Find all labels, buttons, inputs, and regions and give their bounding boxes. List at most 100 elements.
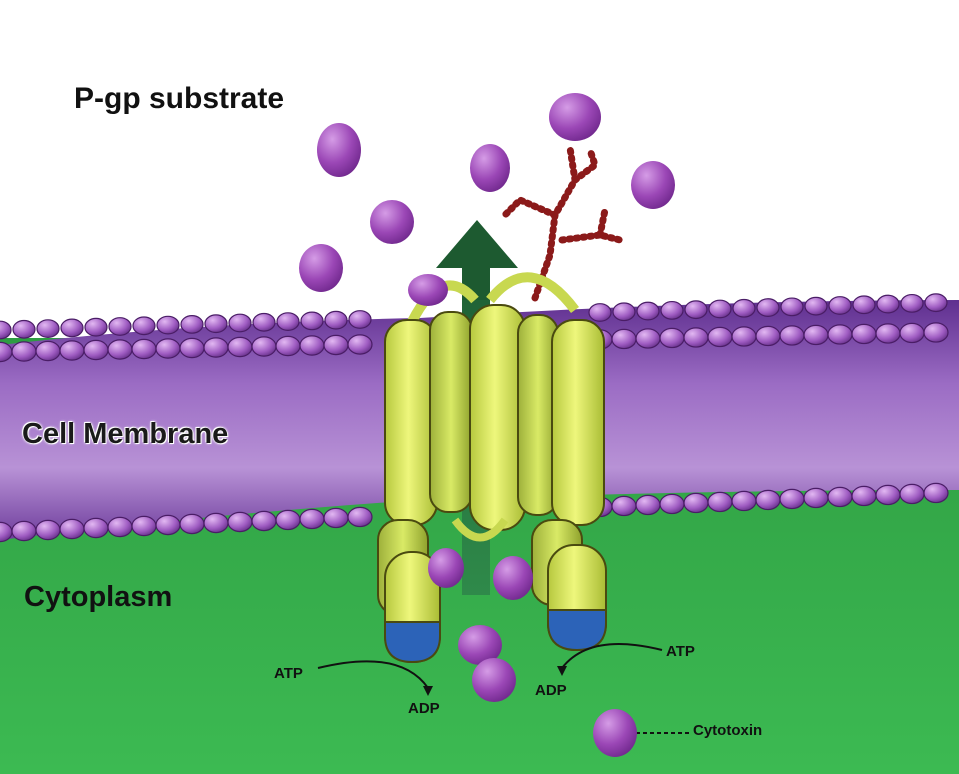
lipid-head (851, 485, 877, 507)
lipid-head (155, 338, 181, 359)
pgp-inner-loop (451, 517, 509, 542)
lipid-head (732, 298, 756, 318)
lipid-head (204, 314, 228, 334)
lipid-head (12, 319, 36, 339)
tm-helix-2 (429, 311, 473, 513)
lipid-head (155, 514, 181, 536)
lipid-head (324, 310, 348, 330)
lipid-head (923, 482, 949, 504)
lipid-head (252, 312, 276, 332)
glycan-left-branch (501, 195, 559, 219)
lipid-head (299, 335, 325, 356)
substrate-molecule-icon (631, 161, 675, 209)
lipid-head (707, 326, 733, 348)
lipid-head (203, 337, 229, 358)
lipid-head (83, 517, 109, 539)
efflux-arrow-head (436, 220, 518, 300)
lipid-head (179, 513, 205, 535)
atp-to-adp-arrow-left (317, 660, 429, 689)
substrate-molecule-icon (472, 658, 516, 702)
lipid-head (227, 336, 253, 358)
lipid-head (83, 339, 109, 361)
outer-lipid-head-row (0, 293, 949, 363)
glycan-right-twig (596, 206, 609, 239)
lipid-head (684, 300, 708, 320)
lipid-head (755, 325, 781, 347)
lipid-head (323, 507, 349, 529)
lipid-head (731, 326, 757, 347)
lipid-head (299, 508, 325, 530)
lipid-head (708, 299, 732, 319)
lipid-head (276, 312, 300, 331)
lipid-head (275, 335, 301, 357)
lipid-head (35, 519, 61, 541)
p-glycoprotein-transporter (377, 272, 607, 664)
cytotoxin-label: Cytotoxin (693, 722, 763, 739)
lipid-head (60, 318, 84, 338)
lipid-head (611, 328, 637, 350)
lipid-head (635, 494, 661, 516)
adp-label-right: ADP (535, 682, 567, 699)
lipid-head (827, 486, 853, 508)
arrowhead-right-icon (557, 666, 567, 676)
adp-label-left: ADP (408, 700, 440, 717)
lipid-head (851, 323, 877, 345)
lipid-head (347, 334, 373, 355)
cell-membrane-label: Cell Membrane (22, 418, 229, 450)
lipid-head (899, 322, 925, 344)
tm-helix-3 (469, 304, 526, 531)
substrate-molecule-icon (408, 274, 448, 306)
substrate-molecule-icon (299, 244, 343, 292)
lipid-head (11, 520, 37, 542)
lipid-head (84, 317, 108, 337)
lipid-head (179, 337, 205, 359)
lipid-head (876, 294, 900, 314)
lipid-head (251, 510, 277, 532)
lipid-head (323, 334, 349, 356)
substrate-molecule-icon (317, 123, 361, 177)
lipid-head (156, 315, 180, 335)
lipid-head (803, 487, 829, 509)
atp-binding-domain-left (384, 621, 441, 664)
lipid-head (347, 506, 373, 528)
lipid-head (923, 322, 949, 343)
lipid-head (852, 295, 876, 315)
lipid-head (131, 515, 157, 537)
lipid-head (875, 484, 901, 506)
lipid-head (635, 328, 661, 349)
diagram-title: P-gp substrate (74, 82, 285, 115)
lipid-head (899, 483, 925, 505)
lipid-head (348, 310, 372, 329)
lipid-head (59, 518, 85, 540)
lipid-head (107, 516, 133, 538)
lipid-head (755, 489, 781, 511)
atp-label-left: ATP (274, 665, 303, 682)
glycosylation-chain-icon (501, 144, 624, 302)
substrate-molecule-icon (470, 144, 510, 192)
lipid-head (228, 313, 252, 333)
lipid-head (11, 341, 37, 362)
substrate-molecules (299, 93, 675, 757)
lipid-head (683, 327, 709, 348)
lipid-head (251, 336, 277, 357)
lipid-head (779, 325, 805, 346)
substrate-molecule-icon (493, 556, 533, 600)
tm-helix-5 (551, 319, 605, 526)
glycan-top-branch (571, 146, 600, 184)
lipid-head (612, 302, 636, 322)
lipid-head (35, 340, 61, 362)
substrate-molecule-icon (458, 625, 502, 665)
lipid-head (107, 339, 133, 360)
lipid-head (659, 327, 685, 349)
lipid-head (275, 509, 301, 531)
substrate-molecule-icon (549, 93, 601, 141)
lipid-head (780, 297, 804, 317)
lipid-head (779, 488, 805, 510)
atp-to-adp-arrow-right (561, 643, 663, 669)
atp-binding-domain-right (547, 609, 607, 652)
lipid-head (59, 340, 85, 361)
lipid-head (203, 512, 229, 534)
lipid-head (756, 298, 780, 317)
lipid-head (660, 300, 684, 320)
